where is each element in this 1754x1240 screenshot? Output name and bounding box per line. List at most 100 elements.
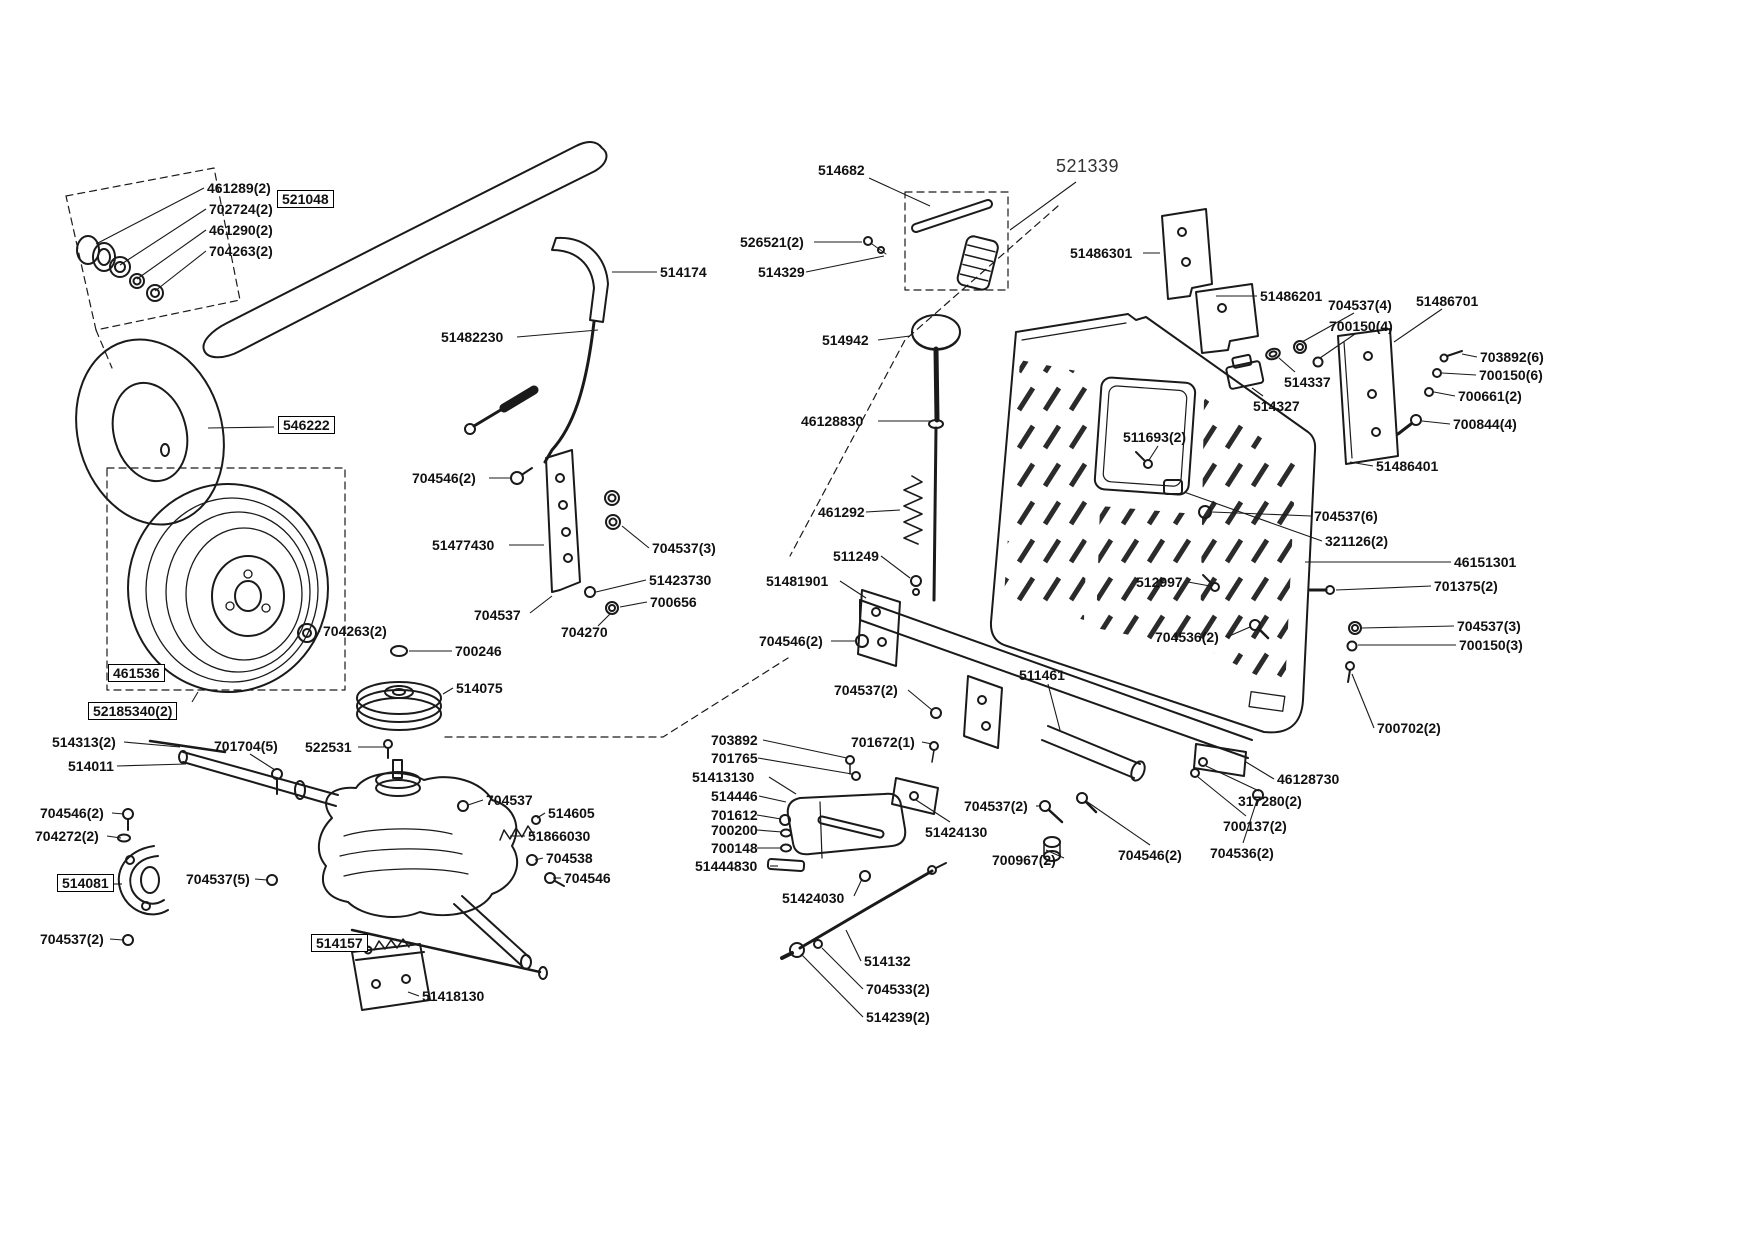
part-label-7045373: 704537(3) — [652, 540, 716, 556]
part-label-7017045: 701704(5) — [214, 738, 278, 754]
part-label-7027242: 702724(2) — [209, 201, 273, 217]
part-label-514075: 514075 — [456, 680, 503, 696]
part-label-461292: 461292 — [818, 504, 865, 520]
part-label-514174: 514174 — [660, 264, 707, 280]
part-label-5116932: 511693(2) — [1123, 429, 1187, 445]
part-label-514682: 514682 — [818, 162, 865, 178]
part-label-704538: 704538 — [546, 850, 593, 866]
part-label-512997: 512997 — [1136, 574, 1183, 590]
part-label-701765: 701765 — [711, 750, 758, 766]
rear-wheel — [127, 483, 329, 693]
retainer-clip — [910, 575, 922, 596]
part-label-7045462: 704546(2) — [1118, 847, 1182, 863]
part-label-4612902: 461290(2) — [209, 222, 273, 238]
part-label-5142392: 514239(2) — [866, 1009, 930, 1025]
part-label-7045462: 704546(2) — [412, 470, 476, 486]
part-label-521339: 521339 — [1056, 156, 1120, 176]
part-label-51866030: 51866030 — [528, 828, 591, 844]
part-label-700246: 700246 — [455, 643, 502, 659]
bracket-hardware — [510, 467, 621, 615]
part-label-701612: 701612 — [711, 807, 758, 823]
retaining-ring — [390, 645, 408, 657]
part-label-46128730: 46128730 — [1277, 771, 1340, 787]
part-label-7045462: 704546(2) — [40, 805, 104, 821]
part-label-700148: 700148 — [711, 840, 758, 856]
part-label-51477430: 51477430 — [432, 537, 495, 553]
part-label-46128830: 46128830 — [801, 413, 864, 429]
part-label-514942: 514942 — [822, 332, 869, 348]
part-label-7013752: 701375(2) — [1434, 578, 1498, 594]
part-label-7045372: 704537(2) — [964, 798, 1028, 814]
transaxle — [148, 739, 548, 980]
control-rod — [780, 862, 947, 960]
part-label-51486701: 51486701 — [1416, 293, 1479, 309]
lift-handle — [863, 199, 999, 291]
support-bracket-tall — [1337, 328, 1399, 465]
part-label-7042722: 704272(2) — [35, 828, 99, 844]
part-label-700200: 700200 — [711, 822, 758, 838]
part-label-51482230: 51482230 — [441, 329, 504, 345]
part-label-51444830: 51444830 — [695, 858, 758, 874]
part-label-511461: 511461 — [1019, 667, 1065, 683]
part-label-51486301: 51486301 — [1070, 245, 1133, 261]
lift-bracket — [545, 449, 581, 593]
part-label-51423730: 51423730 — [649, 572, 712, 588]
interlock-switch — [1225, 353, 1265, 390]
part-label-7016721: 701672(1) — [851, 734, 915, 750]
part-label-51413130: 51413130 — [692, 769, 755, 785]
part-label-51486201: 51486201 — [1260, 288, 1323, 304]
part-label-7038926: 703892(6) — [1480, 349, 1544, 365]
part-label-7001506: 700150(6) — [1479, 367, 1543, 383]
transaxle-pulley — [356, 681, 442, 731]
part-label-704546: 704546 — [564, 870, 611, 886]
front-tire — [75, 338, 225, 526]
part-label-3211262: 321126(2) — [1325, 533, 1389, 549]
part-label-7001503: 700150(3) — [1459, 637, 1523, 653]
part-label-51424130: 51424130 — [925, 824, 988, 840]
mount-bracket — [117, 845, 169, 916]
part-label-700656: 700656 — [650, 594, 697, 610]
part-label-7008444: 700844(4) — [1453, 416, 1517, 432]
part-label-546222: 546222 — [278, 416, 335, 434]
part-label-51481901: 51481901 — [766, 573, 829, 589]
part-label-514327: 514327 — [1253, 398, 1300, 414]
lever-spring — [903, 475, 923, 545]
part-label-3172802: 317280(2) — [1238, 793, 1302, 809]
part-label-514157: 514157 — [311, 934, 368, 952]
part-label-703892: 703892 — [711, 732, 758, 748]
support-bracket-upper — [1161, 208, 1213, 300]
part-label-511249: 511249 — [833, 548, 879, 564]
part-label-7001372: 700137(2) — [1223, 818, 1287, 834]
part-label-7006612: 700661(2) — [1458, 388, 1522, 404]
part-label-51486401: 51486401 — [1376, 458, 1439, 474]
pedal-linkage — [766, 777, 1061, 882]
part-label-5265212: 526521(2) — [740, 234, 804, 250]
part-label-514011: 514011 — [68, 758, 114, 774]
part-label-514081: 514081 — [57, 874, 114, 892]
part-label-46151301: 46151301 — [1454, 554, 1517, 570]
support-bracket-mid — [1195, 283, 1259, 354]
rear-panel — [989, 313, 1317, 734]
drive-belt — [202, 141, 608, 359]
part-label-7042632: 704263(2) — [323, 623, 387, 639]
part-label-514132: 514132 — [864, 953, 911, 969]
right-fasteners — [1265, 340, 1463, 436]
part-label-51418130: 51418130 — [422, 988, 485, 1004]
part-label-461536: 461536 — [108, 664, 165, 682]
part-label-704537: 704537 — [486, 792, 533, 808]
mounting-plate — [351, 943, 431, 1011]
part-label-7045362: 704536(2) — [1155, 629, 1219, 645]
part-label-4612892: 461289(2) — [207, 180, 271, 196]
part-label-7045374: 704537(4) — [1328, 297, 1392, 313]
part-label-7045372: 704537(2) — [40, 931, 104, 947]
part-label-704537: 704537 — [474, 607, 521, 623]
wheel-spacer-ring — [297, 623, 317, 643]
part-label-514605: 514605 — [548, 805, 595, 821]
valve-stem — [160, 443, 170, 457]
part-label-7045373: 704537(3) — [1457, 618, 1521, 634]
part-label-7045362: 704536(2) — [1210, 845, 1274, 861]
part-label-7045462: 704546(2) — [759, 633, 823, 649]
part-label-521048: 521048 — [277, 190, 334, 208]
gas-spring — [464, 385, 539, 435]
